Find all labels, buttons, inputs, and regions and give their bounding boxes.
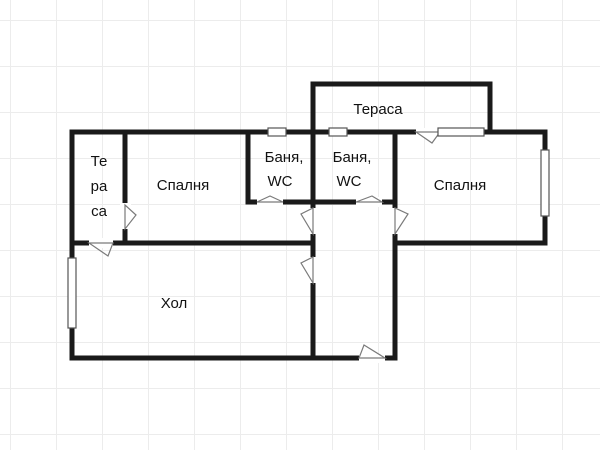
label-terrace-left-line-3: са — [91, 203, 108, 220]
door-bathroom-2 — [355, 195, 385, 203]
door-hall — [300, 256, 314, 286]
door-bedroom-right — [394, 207, 409, 237]
window-terrace-top — [437, 127, 485, 137]
windows — [67, 127, 550, 329]
label-terrace-left-line-1: Те — [91, 153, 108, 170]
label-bathroom-2-line-1: Баня, — [333, 149, 372, 166]
label-bathroom-1-line-2: WC — [268, 173, 293, 190]
room-labels: Тераса Те ра са Спалня Баня, WC Баня, WC… — [91, 101, 487, 312]
label-terrace-left-line-2: ра — [91, 178, 108, 195]
door-bathroom-1 — [256, 195, 284, 203]
label-bedroom-right: Спалня — [434, 177, 486, 194]
door-terrace-top — [414, 131, 442, 144]
door-corridor-left — [300, 207, 314, 237]
label-hall: Хол — [161, 295, 188, 312]
doors — [87, 131, 442, 359]
door-entrance — [358, 344, 388, 359]
window-bedroom-right — [540, 149, 550, 217]
window-hall — [67, 257, 77, 329]
label-bedroom-left: Спалня — [157, 177, 209, 194]
window-bathroom-2 — [328, 127, 348, 137]
label-terrace-top: Тераса — [353, 101, 403, 118]
label-bathroom-2-line-2: WC — [337, 173, 362, 190]
door-terrace-left — [124, 203, 137, 231]
window-bathroom-1 — [267, 127, 287, 137]
door-terrace-left-bottom — [87, 242, 114, 257]
label-bathroom-1-line-1: Баня, — [265, 149, 304, 166]
